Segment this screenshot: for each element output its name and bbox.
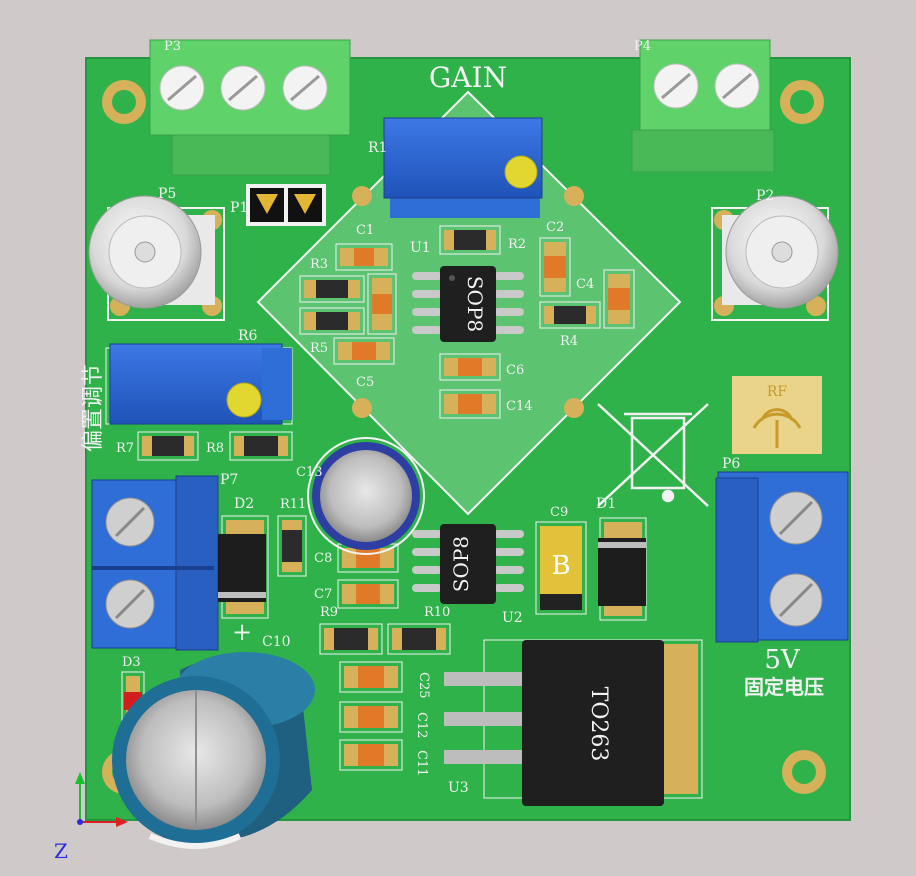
- svg-text:C2: C2: [546, 220, 564, 235]
- gain-label: GAIN: [429, 61, 507, 94]
- svg-text:C6: C6: [506, 363, 524, 378]
- svg-text:R9: R9: [320, 605, 338, 620]
- svg-text:C25: C25: [416, 672, 431, 699]
- svg-text:R1: R1: [368, 140, 387, 156]
- svg-text:C14: C14: [506, 399, 533, 414]
- terminal-p7: P7: [91, 472, 238, 651]
- svg-text:R7: R7: [116, 441, 134, 456]
- mounting-hole: [780, 80, 824, 124]
- sma-connector-p5: P5: [88, 186, 225, 321]
- ic-u1-sop8: SOP8 U1: [410, 240, 524, 342]
- svg-text:R6: R6: [238, 328, 258, 344]
- ic-u2-sop8: SOP8 U2: [412, 524, 524, 626]
- mounting-hole: [782, 750, 826, 794]
- svg-text:C4: C4: [576, 277, 594, 292]
- diode-d2: D2: [218, 496, 269, 619]
- jumper-p1: P1: [230, 184, 326, 226]
- svg-text:C1: C1: [356, 223, 374, 238]
- mounting-hole: [102, 80, 146, 124]
- svg-text:R11: R11: [280, 497, 306, 512]
- axis-gizmo: Z: [54, 772, 128, 863]
- svg-text:B: B: [551, 551, 570, 581]
- svg-text:C13: C13: [296, 465, 323, 480]
- svg-text:R10: R10: [424, 605, 450, 620]
- svg-text:U2: U2: [502, 610, 523, 626]
- svg-text:P1: P1: [230, 200, 248, 216]
- svg-text:D1: D1: [596, 496, 616, 512]
- svg-text:R3: R3: [310, 257, 328, 272]
- svg-text:C10: C10: [262, 634, 291, 650]
- svg-text:D3: D3: [122, 655, 141, 670]
- svg-text:Z: Z: [54, 839, 68, 863]
- electrolytic-cap-c13: C13: [296, 437, 425, 555]
- svg-text:P4: P4: [634, 39, 651, 54]
- terminal-p6: P6: [715, 456, 849, 643]
- svg-text:C9: C9: [550, 505, 568, 520]
- svg-text:P7: P7: [220, 472, 238, 488]
- diode-d1: D1: [596, 496, 647, 621]
- svg-text:P5: P5: [158, 186, 176, 202]
- regulator-u3-to263: TO263 U3: [444, 639, 703, 806]
- svg-text:U1: U1: [410, 240, 431, 256]
- svg-text:D2: D2: [234, 496, 254, 512]
- svg-text:RF: RF: [767, 384, 788, 400]
- svg-text:C7: C7: [314, 587, 332, 602]
- terminal-p4: P4: [631, 39, 775, 173]
- fixed-voltage-label: 固定电压: [744, 675, 824, 699]
- svg-text:P2: P2: [756, 188, 774, 204]
- svg-text:C5: C5: [356, 375, 374, 390]
- rf-logo-icon: RF: [732, 376, 822, 454]
- svg-text:TO263: TO263: [586, 687, 611, 762]
- svg-text:SOP8: SOP8: [449, 536, 473, 592]
- svg-text:U3: U3: [448, 780, 469, 796]
- bias-trimmer-r6: R6: [105, 328, 293, 425]
- svg-text:C8: C8: [314, 551, 332, 566]
- svg-text:+: +: [232, 618, 252, 646]
- svg-text:P3: P3: [164, 39, 181, 54]
- svg-text:R4: R4: [560, 334, 578, 349]
- svg-text:R2: R2: [508, 237, 526, 252]
- svg-text:R8: R8: [206, 441, 224, 456]
- weee-bin-icon: [597, 403, 709, 507]
- terminal-p3: P3: [149, 39, 351, 176]
- smd-passives: C1 R2 C2 C4 R4 R3 R5 C5 C6: [116, 220, 635, 777]
- sma-connector-p2: P2: [711, 188, 839, 321]
- svg-text:R5: R5: [310, 341, 328, 356]
- svg-text:C12: C12: [414, 712, 429, 739]
- tantalum-cap-c9: B C9: [535, 505, 587, 615]
- gain-trimmer-r1: R1: [368, 117, 543, 218]
- svg-text:C11: C11: [414, 750, 429, 777]
- bias-adjust-label: 偏置调节: [81, 364, 106, 452]
- svg-text:SOP8: SOP8: [463, 276, 487, 332]
- svg-text:P6: P6: [722, 456, 740, 472]
- fixed-voltage-value: 5V: [764, 645, 801, 675]
- electrolytic-cap-c10: + C10: [112, 618, 315, 849]
